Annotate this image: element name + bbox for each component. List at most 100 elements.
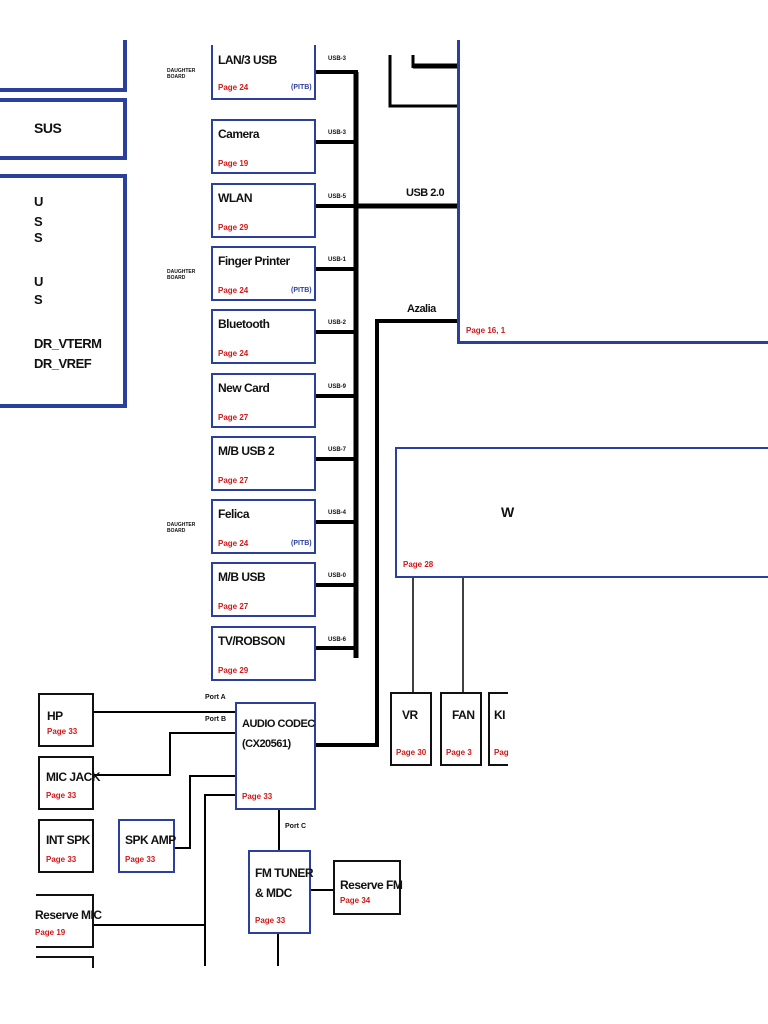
- reserve-fm-box: Reserve FM Page 34: [333, 860, 403, 915]
- usb-device-page: Page 19: [218, 159, 249, 168]
- usb-device-page: Page 24: [218, 83, 249, 92]
- power-rail-label: DR_VREF: [34, 356, 92, 371]
- usb-device-page: Page 24: [218, 539, 249, 548]
- pitb-tag: (PITB): [291, 540, 312, 547]
- usb-device-name: LAN/3 USB: [218, 53, 277, 67]
- ec-box: W Page 28: [395, 447, 768, 578]
- hp-label: HP: [47, 709, 63, 723]
- usb-device-page: Page 29: [218, 223, 249, 232]
- mic-jack-box: MIC JACK Page 33: [38, 756, 101, 810]
- usb-device-name: Bluetooth: [218, 317, 270, 331]
- usb20-label: USB 2.0: [406, 187, 445, 199]
- usb-port-label: USB-5: [328, 194, 347, 200]
- power-rail-label: U: [34, 274, 43, 289]
- daughter-board-note-line: DAUGHTER: [167, 68, 196, 74]
- int-spk-box: INT SPK Page 33: [38, 819, 94, 873]
- fm-tuner-mdc: & MDC: [255, 886, 292, 900]
- ec-child-page: Page 3: [446, 748, 472, 757]
- usb-device-page: Page 27: [218, 602, 249, 611]
- port-c-label: Port C: [285, 823, 306, 830]
- usb-port-label: USB-4: [328, 510, 347, 516]
- audio-codec-chip: (CX20561): [242, 738, 291, 750]
- power-rail-label: DR_VTERM: [34, 336, 102, 351]
- spk-amp-label: SPK AMP: [125, 833, 176, 847]
- usb-port-label: USB-2: [328, 320, 347, 326]
- ec-page: Page 28: [403, 560, 434, 569]
- top-link-1: [388, 55, 458, 108]
- hp-page: Page 33: [47, 727, 78, 736]
- ec-wires: [412, 578, 464, 693]
- daughter-board-note-line: BOARD: [167, 275, 186, 281]
- chipset-page: Page 16, 1: [466, 326, 506, 335]
- usb-device-name: Finger Printer: [218, 254, 290, 268]
- ec-child-name: VR: [402, 708, 418, 722]
- fm-tuner-page: Page 33: [255, 916, 286, 925]
- audio-codec-label: AUDIO CODEC: [242, 718, 315, 730]
- usb-device-box: WLAN Page 29: [211, 183, 316, 238]
- usb-device-page: Page 27: [218, 413, 249, 422]
- sus-label: SUS: [34, 120, 62, 136]
- usb-device-box: LAN/3 USB Page 24 (PITB): [211, 45, 316, 100]
- ec-child-name: FAN: [452, 708, 475, 722]
- fm-tuner-label: FM TUNER: [255, 866, 314, 880]
- ec-child-box: FAN Page 3: [440, 692, 482, 766]
- fm-tuner-box: FM TUNER & MDC Page 33: [248, 850, 314, 934]
- daughter-board-note-line: BOARD: [167, 74, 186, 80]
- usb-device-name: Camera: [218, 127, 260, 141]
- daughter-board-note-line: DAUGHTER: [167, 522, 196, 528]
- pitb-tag: (PITB): [291, 287, 312, 294]
- usb-device-name: New Card: [218, 381, 270, 395]
- usb-device-name: M/B USB 2: [218, 444, 275, 458]
- usb-port-label: USB-1: [328, 257, 347, 263]
- int-spk-label: INT SPK: [46, 833, 90, 847]
- ec-child-page: Pag: [494, 748, 509, 757]
- spk-amp-page: Page 33: [125, 855, 156, 864]
- usb-device-box: M/B USB Page 27: [211, 562, 316, 617]
- usb-port-label: USB-7: [328, 447, 347, 453]
- azalia-label: Azalia: [407, 303, 436, 315]
- hp-box: HP Page 33: [38, 693, 94, 747]
- usb-device-name: WLAN: [218, 191, 253, 205]
- reserve-mic-page: Page 19: [35, 928, 66, 937]
- audio-codec-box: AUDIO CODEC (CX20561) Page 33: [235, 702, 316, 810]
- usb-port-label: USB-3: [328, 130, 347, 136]
- usb-stubs: [316, 70, 358, 650]
- reserve-mic-box: Reserve MIC Page 19: [35, 894, 102, 948]
- mic-jack-label: MIC JACK: [46, 770, 101, 784]
- usb-port-label: USB-0: [328, 573, 347, 579]
- daughter-board-note-line: BOARD: [167, 528, 186, 534]
- bottom-partial-box: [36, 956, 94, 968]
- power-rail-label: S: [34, 214, 43, 229]
- sus-box: SUS: [0, 98, 127, 160]
- usb-device-name: Felica: [218, 507, 250, 521]
- ec-label: W: [501, 504, 514, 520]
- azalia-line: [316, 319, 458, 747]
- audio-codec-page: Page 33: [242, 792, 273, 801]
- usb-device-page: Page 24: [218, 286, 249, 295]
- ec-child-box: KI Pag: [488, 692, 509, 766]
- usb-device-name: M/B USB: [218, 570, 266, 584]
- usb-device-box: M/B USB 2 Page 27: [211, 436, 316, 491]
- power-rail-label: S: [34, 230, 43, 245]
- ec-child-name: KI: [494, 708, 506, 722]
- spk-amp-box: SPK AMP Page 33: [118, 819, 176, 873]
- usb-device-page: Page 24: [218, 349, 249, 358]
- usb-device-page: Page 27: [218, 476, 249, 485]
- power-rail-label: S: [34, 292, 43, 307]
- usb-device-page: Page 29: [218, 666, 249, 675]
- chipset-box: Page 16, 1: [457, 40, 768, 344]
- port-a-label: Port A: [205, 694, 226, 701]
- pitb-tag: (PITB): [291, 84, 312, 91]
